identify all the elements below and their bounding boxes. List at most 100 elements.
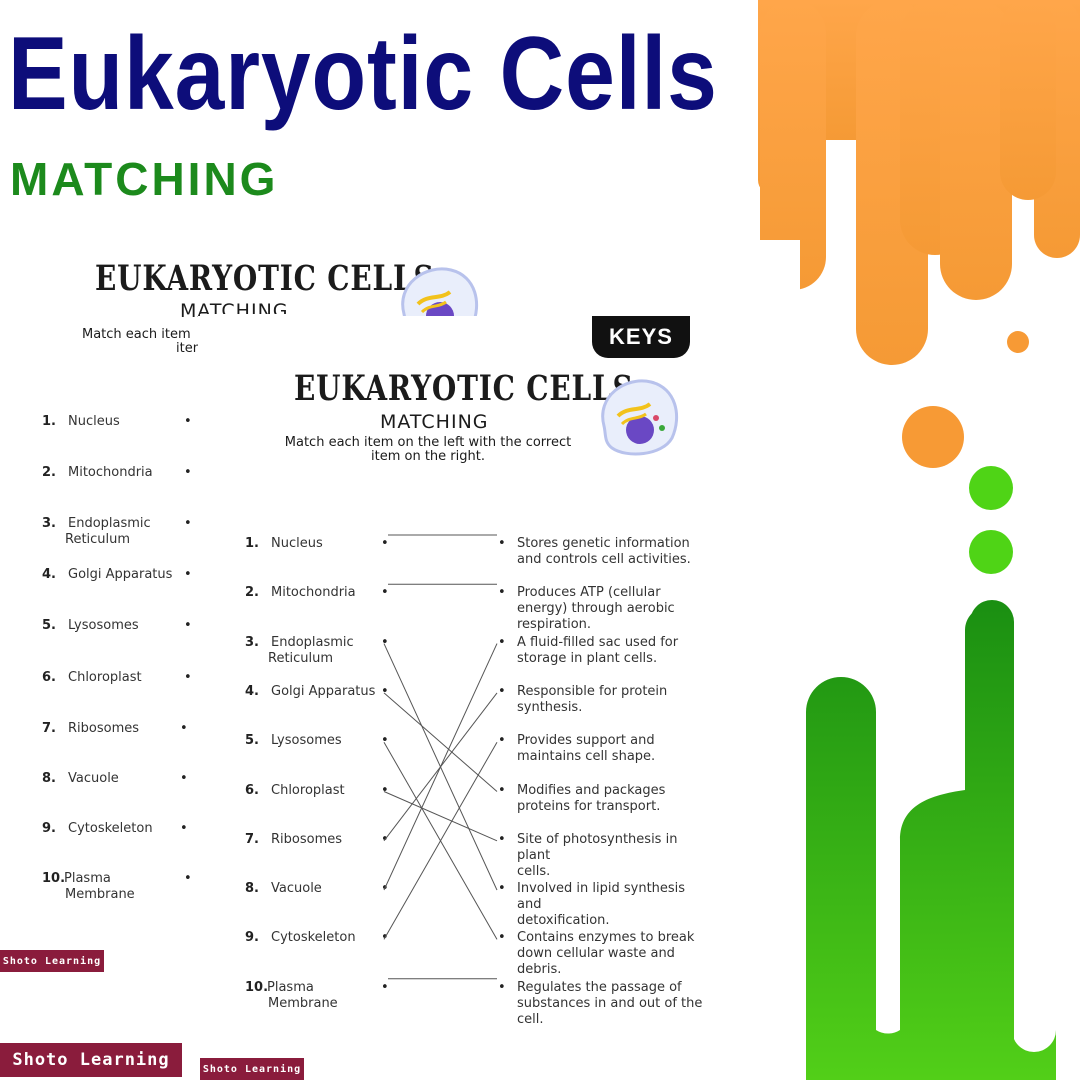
worksheet-answer-key: EUKARYOTIC CELLS MATCHING Match each ite… (198, 316, 728, 1080)
match-bullet-left: • (381, 585, 389, 601)
page-subtitle: MATCHING (10, 153, 279, 205)
match-bullet-right: • (498, 536, 506, 551)
keys-badge: KEYS (592, 316, 690, 358)
item-label: Lysosomes (271, 733, 342, 749)
worksheet-instruction-2: item on the right. (371, 449, 485, 464)
definition-text: down cellular waste and (517, 946, 675, 962)
definition-text: and controls cell activities. (517, 552, 691, 567)
definition-text: proteins for transport. (517, 798, 661, 814)
definition-text: Provides support and (517, 733, 655, 749)
item-number: 6. (245, 782, 259, 798)
item-label: Cytoskeleton (68, 821, 153, 836)
brand-label-small: Shoto Learning (0, 950, 104, 972)
item-number: 9. (42, 821, 56, 836)
item-label: Mitochondria (271, 585, 356, 601)
item-label: Nucleus (68, 414, 120, 429)
match-bullet: • (184, 670, 192, 685)
item-number: 5. (245, 733, 259, 749)
match-bullet-right: • (498, 831, 506, 847)
match-bullet-left: • (381, 782, 389, 798)
definition-text: respiration. (517, 617, 592, 633)
item-label: Golgi Apparatus (271, 683, 376, 699)
item-number: 3. (42, 516, 56, 531)
match-bullet: • (180, 821, 188, 836)
match-bullet-left: • (381, 733, 389, 749)
worksheet-instruction-1: Match each item on the left with the cor… (284, 435, 572, 450)
item-number: 8. (245, 881, 259, 897)
match-bullet-left: • (381, 683, 389, 699)
item-label: Ribosomes (68, 721, 140, 736)
match-bullet-left: • (381, 634, 389, 650)
match-bullet: • (184, 465, 192, 480)
match-bullet-right: • (498, 979, 506, 995)
item-label-line2: Membrane (268, 995, 338, 1011)
definition-text: substances in and out of the (517, 995, 703, 1011)
brand-label-small-2: Shoto Learning (200, 1058, 304, 1080)
item-number: 9. (245, 930, 259, 946)
definition-text: cells. (517, 863, 551, 879)
definition-text: storage in plant cells. (517, 650, 658, 666)
item-label-line2: Reticulum (268, 650, 334, 666)
item-label: Vacuole (68, 771, 119, 786)
definition-text: synthesis. (517, 699, 583, 715)
match-bullet: • (184, 414, 192, 429)
answer-line (383, 791, 498, 842)
worksheet-title: EUKARYOTIC CELLS (294, 368, 634, 409)
definition-text: Produces ATP (cellular (517, 585, 661, 601)
definition-text: Modifies and packages (517, 782, 666, 798)
definition-text: Responsible for protein (517, 683, 668, 699)
definition-text: Regulates the passage of (517, 979, 682, 995)
eukaryotic-cell-icon (601, 379, 679, 456)
item-label-line2: Membrane (65, 887, 135, 902)
item-label: Ribosomes (271, 831, 343, 847)
item-label: Cytoskeleton (271, 930, 356, 946)
item-label: Endoplasmic (271, 634, 354, 650)
page-title: Eukaryotic Cells (8, 16, 718, 132)
match-bullet-right: • (498, 782, 506, 798)
item-label-line2: Reticulum (65, 532, 131, 547)
item-number: 1. (245, 536, 259, 551)
definition-text: debris. (517, 962, 562, 978)
green-dot-1 (969, 466, 1013, 510)
worksheet-title: EUKARYOTIC CELLS (95, 258, 435, 299)
definition-text: energy) through aerobic (517, 601, 675, 617)
item-number: 5. (42, 618, 56, 633)
definition-text: Stores genetic information (517, 536, 690, 551)
match-bullet-right: • (498, 683, 506, 699)
match-bullet-right: • (498, 585, 506, 601)
definition-text: Involved in lipid synthesis and (517, 881, 686, 913)
item-label: Vacuole (271, 881, 322, 897)
item-number: 7. (245, 831, 259, 847)
match-bullet: • (184, 871, 192, 886)
item-label: Plasma (64, 871, 111, 886)
brand-label-large: Shoto Learning (0, 1043, 182, 1077)
item-label: Chloroplast (271, 782, 345, 798)
green-drip-shape (806, 600, 1056, 1080)
item-number: 2. (42, 465, 56, 480)
item-label: Plasma (267, 979, 314, 995)
orange-dot-small (1007, 331, 1029, 353)
match-bullet-right: • (498, 634, 506, 650)
match-bullet: • (184, 516, 192, 531)
item-number: 2. (245, 585, 259, 601)
item-number: 8. (42, 771, 56, 786)
orange-dot-large (902, 406, 964, 468)
match-bullet-right: • (498, 733, 506, 749)
item-label: Nucleus (271, 536, 323, 551)
answer-lines (383, 534, 498, 980)
definition-text: Contains enzymes to break (517, 930, 695, 946)
match-bullet-left: • (381, 979, 389, 995)
item-label: Lysosomes (68, 618, 139, 633)
item-label: Golgi Apparatus (68, 567, 173, 582)
answer-line (383, 692, 498, 792)
item-label: Chloroplast (68, 670, 142, 685)
